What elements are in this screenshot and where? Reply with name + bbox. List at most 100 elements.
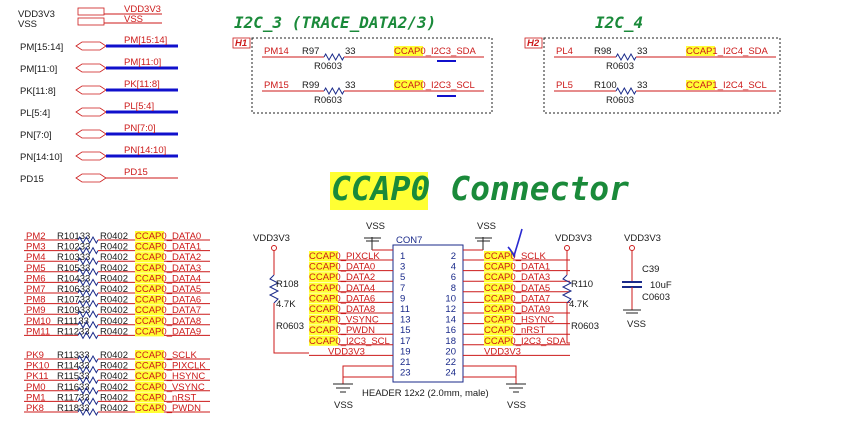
net-prefix: CCAP — [135, 242, 161, 253]
net-prefix: CCAP — [309, 304, 335, 315]
net-label: CCAP1_I2C4_SCL — [686, 80, 767, 91]
r110-ref: R110 — [571, 279, 593, 290]
highlight-mark — [135, 350, 164, 360]
resistor-package: R0402 — [100, 350, 128, 361]
resistor-zigzag-icon — [77, 365, 99, 374]
net-prefix: CCAP — [135, 284, 161, 295]
resistor-zigzag-icon — [77, 246, 99, 255]
net-prefix: CCAP — [484, 293, 510, 304]
net-suffix: 0_SCLK — [161, 350, 197, 361]
r108-value: 4.7K — [276, 299, 296, 310]
gnd-net — [463, 365, 517, 384]
net-prefix: CCAP — [394, 80, 420, 91]
r110-package: R0603 — [571, 321, 599, 332]
net-label: CCAP0_SCLK — [135, 350, 197, 361]
net-prefix: CCAP — [309, 293, 335, 304]
resistor-ref: R103 — [57, 252, 80, 263]
net-label: CCAP0_VSYNC — [135, 382, 205, 393]
port-pin: PM14 — [264, 46, 289, 57]
resistor-package: R0402 — [100, 284, 128, 295]
resistor-ref: R111 — [57, 316, 78, 327]
resistor-refdes: R11333 — [57, 350, 90, 361]
section-heading: CCAP0 Connector — [330, 169, 629, 210]
resistor-package: R0402 — [100, 316, 128, 327]
highlight-mark — [309, 293, 338, 304]
resistor-value: 33 — [80, 305, 91, 316]
c39-power: VDD3V3 — [624, 233, 661, 244]
port-name: PN[14:10] — [20, 152, 62, 163]
resistor-value: 33 — [80, 295, 91, 306]
net-label: CCAP0_SCLK — [484, 251, 546, 262]
resistor-package: R0402 — [100, 392, 128, 403]
resistor-value: 33 — [345, 46, 356, 57]
heading-text: CCAP0 Connector — [331, 169, 629, 208]
net-prefix: CCAP — [686, 46, 712, 57]
net-label: CCAP0_DATA2 — [135, 252, 201, 263]
resistor-package: R0402 — [100, 231, 128, 242]
net-label: CCAP0_I2C3_SDA — [394, 46, 477, 57]
resistor-ref: R99 — [302, 80, 319, 91]
connector-con7: CON7 HEADER 12x2 (2.0mm, male) 1CCAP0_PI… — [309, 235, 570, 399]
resistor-package: R0402 — [100, 403, 128, 414]
port-connector-icon — [75, 63, 107, 73]
net-prefix: CCAP — [135, 305, 161, 316]
r108-ref: R108 — [276, 279, 299, 290]
net-suffix: 0_HSYNC — [510, 315, 554, 326]
resistor-refdes: R10933 — [57, 305, 90, 316]
resistor-package: R0402 — [100, 295, 128, 306]
i2c3-title: I2C_3 (TRACE_DATA2/3) — [234, 13, 436, 32]
power-port-icon — [271, 245, 277, 251]
port-pin: PM10 — [26, 316, 51, 327]
net-label: CCAP0_I2C3_SDA — [484, 336, 567, 347]
port-pin: PM15 — [264, 80, 289, 91]
net-suffix: 0_nRST — [510, 325, 545, 336]
gnd-label: VSS — [366, 221, 385, 232]
net-label: CCAP0_DATA3 — [484, 272, 550, 283]
pin-number: 19 — [400, 346, 411, 357]
net-label: CCAP0_DATA0 — [309, 262, 375, 273]
port-name: PM[15:14] — [20, 42, 63, 53]
net-label: CCAP0_DATA9 — [484, 304, 550, 315]
resistor-package: R0603 — [606, 61, 634, 72]
pin-number: 23 — [400, 368, 411, 379]
checkmark-icon — [507, 228, 523, 259]
port-row: PN[7:0]PN[7:0] — [20, 123, 178, 141]
resistor-value: 33 — [79, 371, 90, 382]
net-prefix: CCAP — [135, 316, 161, 327]
highlight-mark — [484, 282, 513, 293]
net-suffix: 0_nRST — [161, 392, 196, 403]
port-connector-icon — [75, 129, 107, 139]
highlight-mark — [135, 371, 164, 382]
highlight-mark — [135, 284, 164, 294]
resistor-value: 33 — [345, 80, 356, 91]
resistor-package: R0402 — [100, 263, 128, 274]
net-label: CCAP0_DATA7 — [484, 293, 550, 304]
connector-ref: CON7 — [396, 235, 422, 246]
resistor-package: R0402 — [100, 305, 128, 316]
resistor-value: 33 — [80, 242, 91, 253]
resistor-zigzag-icon — [77, 354, 99, 364]
highlight-mark — [135, 273, 164, 284]
net-prefix: CCAP — [484, 283, 510, 294]
port-pin: PM3 — [26, 242, 46, 253]
heading-highlight-word: CCAP — [331, 169, 411, 208]
resistor-package: R0402 — [100, 252, 128, 263]
pin-number: 3 — [400, 262, 405, 273]
resistor-value: 33 — [80, 263, 91, 274]
port-connector-icon — [75, 107, 107, 117]
net-prefix: CCAP — [484, 325, 510, 336]
gnd-net — [342, 365, 393, 384]
